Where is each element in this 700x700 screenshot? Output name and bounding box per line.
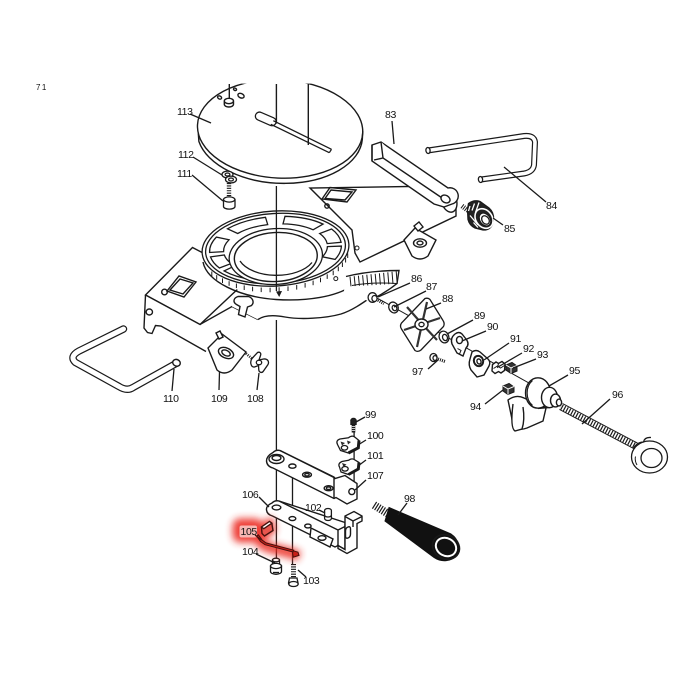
svg-text:89: 89 <box>474 310 485 322</box>
svg-text:92: 92 <box>523 343 534 355</box>
svg-text:106: 106 <box>242 489 259 501</box>
svg-text:108: 108 <box>247 393 264 405</box>
svg-text:110: 110 <box>163 393 179 405</box>
svg-text:103: 103 <box>303 575 320 587</box>
svg-text:97: 97 <box>412 366 423 378</box>
svg-text:100: 100 <box>367 430 384 442</box>
svg-text:85: 85 <box>504 223 515 235</box>
svg-text:95: 95 <box>569 365 580 377</box>
svg-text:87: 87 <box>426 281 437 293</box>
svg-text:102: 102 <box>305 502 322 514</box>
svg-text:91: 91 <box>510 333 521 345</box>
svg-text:105: 105 <box>241 526 258 538</box>
svg-text:113: 113 <box>177 106 193 118</box>
svg-text:98: 98 <box>404 493 415 505</box>
svg-text:93: 93 <box>537 349 548 361</box>
svg-text:86: 86 <box>411 273 422 285</box>
svg-text:90: 90 <box>487 321 498 333</box>
svg-text:99: 99 <box>365 409 376 421</box>
svg-text:111: 111 <box>177 168 192 180</box>
svg-text:7 1: 7 1 <box>36 83 47 92</box>
svg-text:104: 104 <box>242 546 259 558</box>
svg-text:94: 94 <box>470 401 481 413</box>
svg-text:88: 88 <box>442 293 453 305</box>
svg-text:96: 96 <box>612 389 623 401</box>
svg-text:84: 84 <box>546 200 557 212</box>
svg-text:101: 101 <box>367 450 384 462</box>
svg-text:109: 109 <box>211 393 228 405</box>
svg-text:83: 83 <box>385 109 396 121</box>
svg-text:112: 112 <box>178 149 194 161</box>
svg-text:107: 107 <box>367 470 384 482</box>
